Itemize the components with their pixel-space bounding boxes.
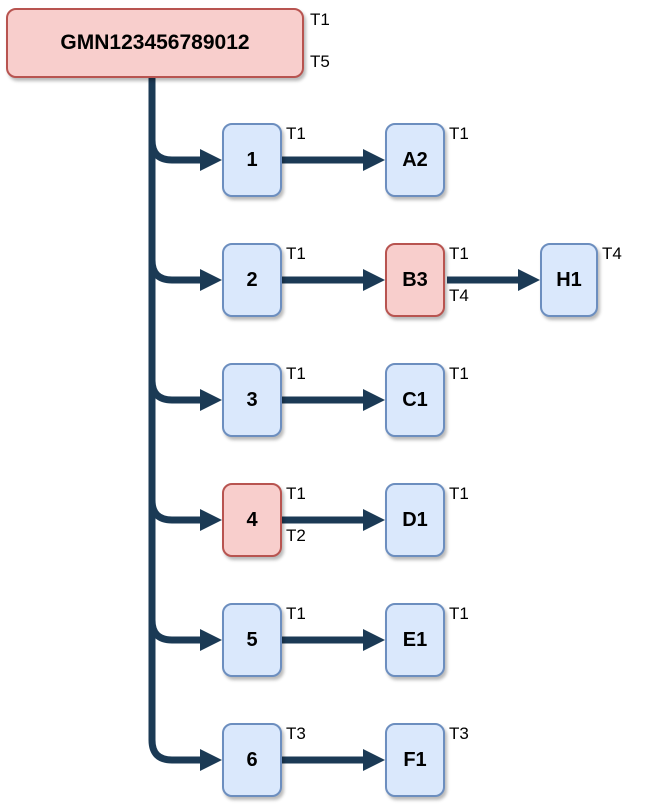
node-E1[interactable]: E1 <box>385 603 445 677</box>
tag-label: T1 <box>449 124 469 143</box>
node-5[interactable]: 5 <box>222 603 282 677</box>
node-label: A2 <box>402 148 428 171</box>
node-H1[interactable]: H1 <box>540 243 598 317</box>
node-root[interactable]: GMN123456789012 <box>6 8 304 78</box>
node-C1[interactable]: C1 <box>385 363 445 437</box>
node-label: 3 <box>246 388 258 411</box>
tag-label: T1 <box>286 484 306 503</box>
arrowhead-icon <box>200 629 222 651</box>
node-F1[interactable]: F1 <box>385 723 445 797</box>
arrowhead-icon <box>200 149 222 171</box>
arrowhead-icon <box>363 269 385 291</box>
tag-label: T1 <box>310 10 330 29</box>
branch-connector <box>148 259 202 284</box>
node-1[interactable]: 1 <box>222 123 282 197</box>
tag-label: T1 <box>449 484 469 503</box>
tag-label: T1 <box>449 364 469 383</box>
branch-connector <box>148 379 202 404</box>
arrowhead-icon <box>363 509 385 531</box>
tag-label: T4 <box>602 244 622 263</box>
node-label: GMN123456789012 <box>60 31 250 54</box>
node-label: C1 <box>402 388 428 411</box>
node-D1[interactable]: D1 <box>385 483 445 557</box>
tag-label: T1 <box>449 244 469 263</box>
branch-connector <box>148 619 202 644</box>
node-label: 6 <box>246 748 258 771</box>
branch-connector <box>148 499 202 524</box>
arrowhead-icon <box>200 389 222 411</box>
tag-label: T2 <box>286 526 306 545</box>
node-label: 5 <box>246 628 258 651</box>
tag-label: T1 <box>286 244 306 263</box>
arrowhead-icon <box>518 269 540 291</box>
node-label: D1 <box>402 508 428 531</box>
node-label: E1 <box>402 628 428 651</box>
tag-label: T4 <box>449 286 469 305</box>
arrowhead-icon <box>363 749 385 771</box>
tag-label: T1 <box>449 604 469 623</box>
tag-label: T1 <box>286 364 306 383</box>
arrowhead-icon <box>363 389 385 411</box>
node-label: 1 <box>246 148 258 171</box>
node-label: B3 <box>402 268 428 291</box>
node-6[interactable]: 6 <box>222 723 282 797</box>
arrowhead-icon <box>200 509 222 531</box>
arrowhead-icon <box>363 629 385 651</box>
node-2[interactable]: 2 <box>222 243 282 317</box>
tag-label: T1 <box>286 604 306 623</box>
node-label: F1 <box>403 748 427 771</box>
tag-label: T5 <box>310 52 330 71</box>
node-3[interactable]: 3 <box>222 363 282 437</box>
tag-label: T3 <box>449 724 469 743</box>
node-label: 4 <box>246 508 258 531</box>
branch-connector <box>148 139 202 164</box>
trunk-connector <box>148 78 202 764</box>
node-label: 2 <box>246 268 258 291</box>
arrowhead-icon <box>200 269 222 291</box>
arrowhead-icon <box>200 749 222 771</box>
node-4[interactable]: 4 <box>222 483 282 557</box>
tag-label: T3 <box>286 724 306 743</box>
node-A2[interactable]: A2 <box>385 123 445 197</box>
node-B3[interactable]: B3 <box>385 243 445 317</box>
node-label: H1 <box>556 268 582 291</box>
tag-label: T1 <box>286 124 306 143</box>
arrowhead-icon <box>363 149 385 171</box>
